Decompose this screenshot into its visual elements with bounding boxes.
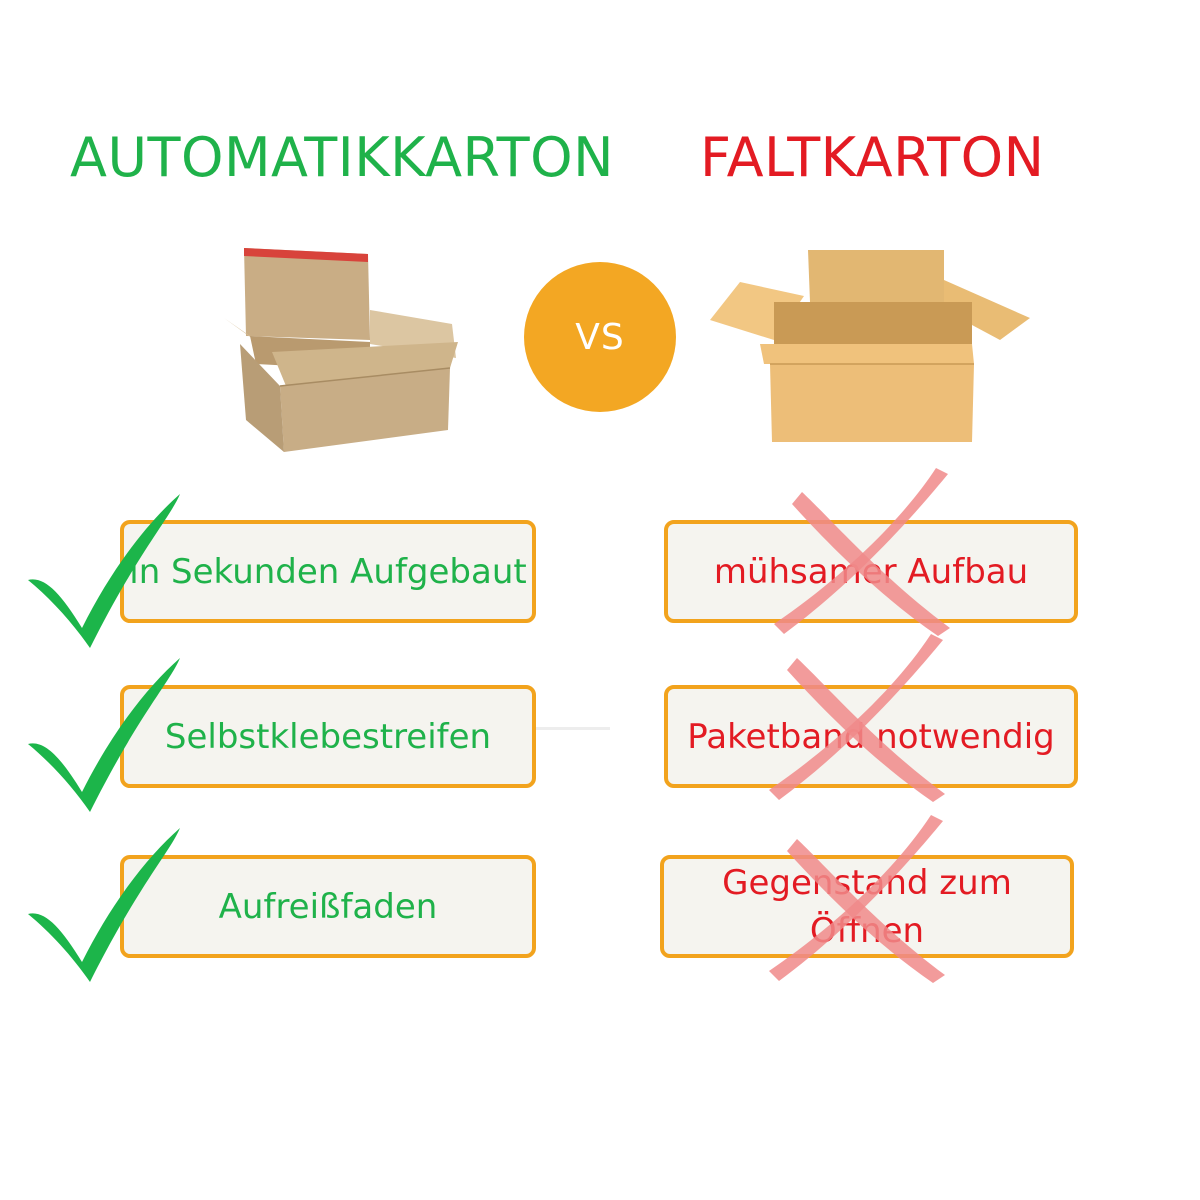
cross-icon [769,634,945,802]
pro-item: Aufreißfaden [120,855,536,958]
pro-item: Selbstklebestreifen [120,685,536,788]
faltkarton-heading: FALTKARTON [700,126,1045,189]
faint-divider [520,727,610,730]
con-item: Paketband notwendig [664,685,1078,788]
pro-item-label: Aufreißfaden [218,886,438,927]
cross-icon [769,815,945,983]
cross-icon [774,468,950,636]
folding-box-icon [710,250,1030,442]
pro-item-label: in Sekunden Aufgebaut [129,551,527,592]
pro-item-label: Selbstklebestreifen [164,716,492,757]
automatic-box-icon [224,248,458,452]
checkmark-icon [28,494,180,648]
vs-badge: VS [524,262,676,412]
checkmark-icon [28,658,180,812]
automatikkarton-heading: AUTOMATIKKARTON [70,126,614,189]
checkmark-icon [28,828,180,982]
